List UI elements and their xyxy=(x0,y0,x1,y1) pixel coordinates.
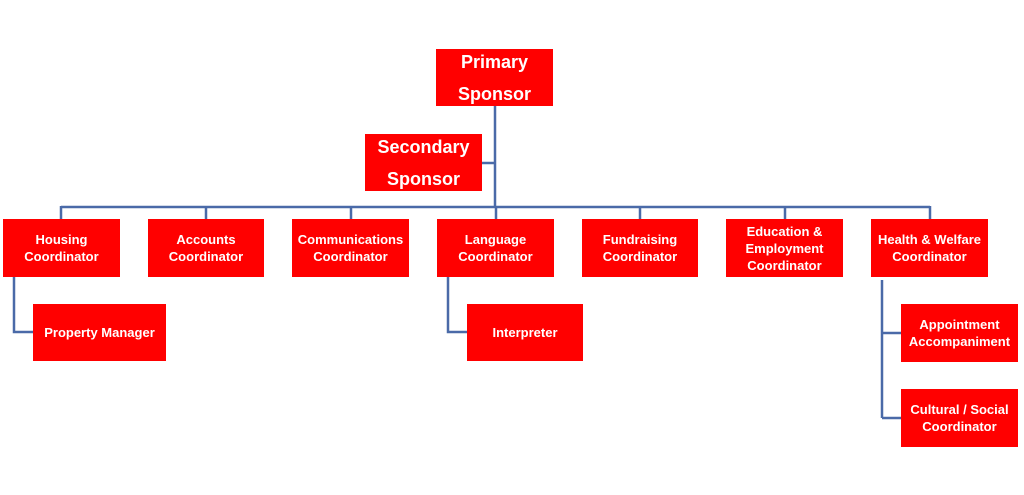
connector-line xyxy=(446,277,467,334)
node-communications-coordinator: Communications Coordinator xyxy=(292,219,409,277)
node-language-coordinator: Language Coordinator xyxy=(437,219,554,277)
node-education-employment-coordinator: Education & Employment Coordinator xyxy=(726,219,843,277)
node-secondary-sponsor: Secondary Sponsor xyxy=(365,134,482,191)
node-appointment-accompaniment: Appointment Accompaniment xyxy=(901,304,1018,362)
node-accounts-coordinator: Accounts Coordinator xyxy=(148,219,264,277)
node-cultural-social-coordinator: Cultural / Social Coordinator xyxy=(901,389,1018,447)
node-property-manager: Property Manager xyxy=(33,304,166,361)
node-health-welfare-coordinator: Health & Welfare Coordinator xyxy=(871,219,988,277)
node-housing-coordinator: Housing Coordinator xyxy=(3,219,120,277)
node-fundraising-coordinator: Fundraising Coordinator xyxy=(582,219,698,277)
connector-line xyxy=(12,277,33,334)
node-interpreter: Interpreter xyxy=(467,304,583,361)
node-primary-sponsor: Primary Sponsor xyxy=(436,49,553,106)
